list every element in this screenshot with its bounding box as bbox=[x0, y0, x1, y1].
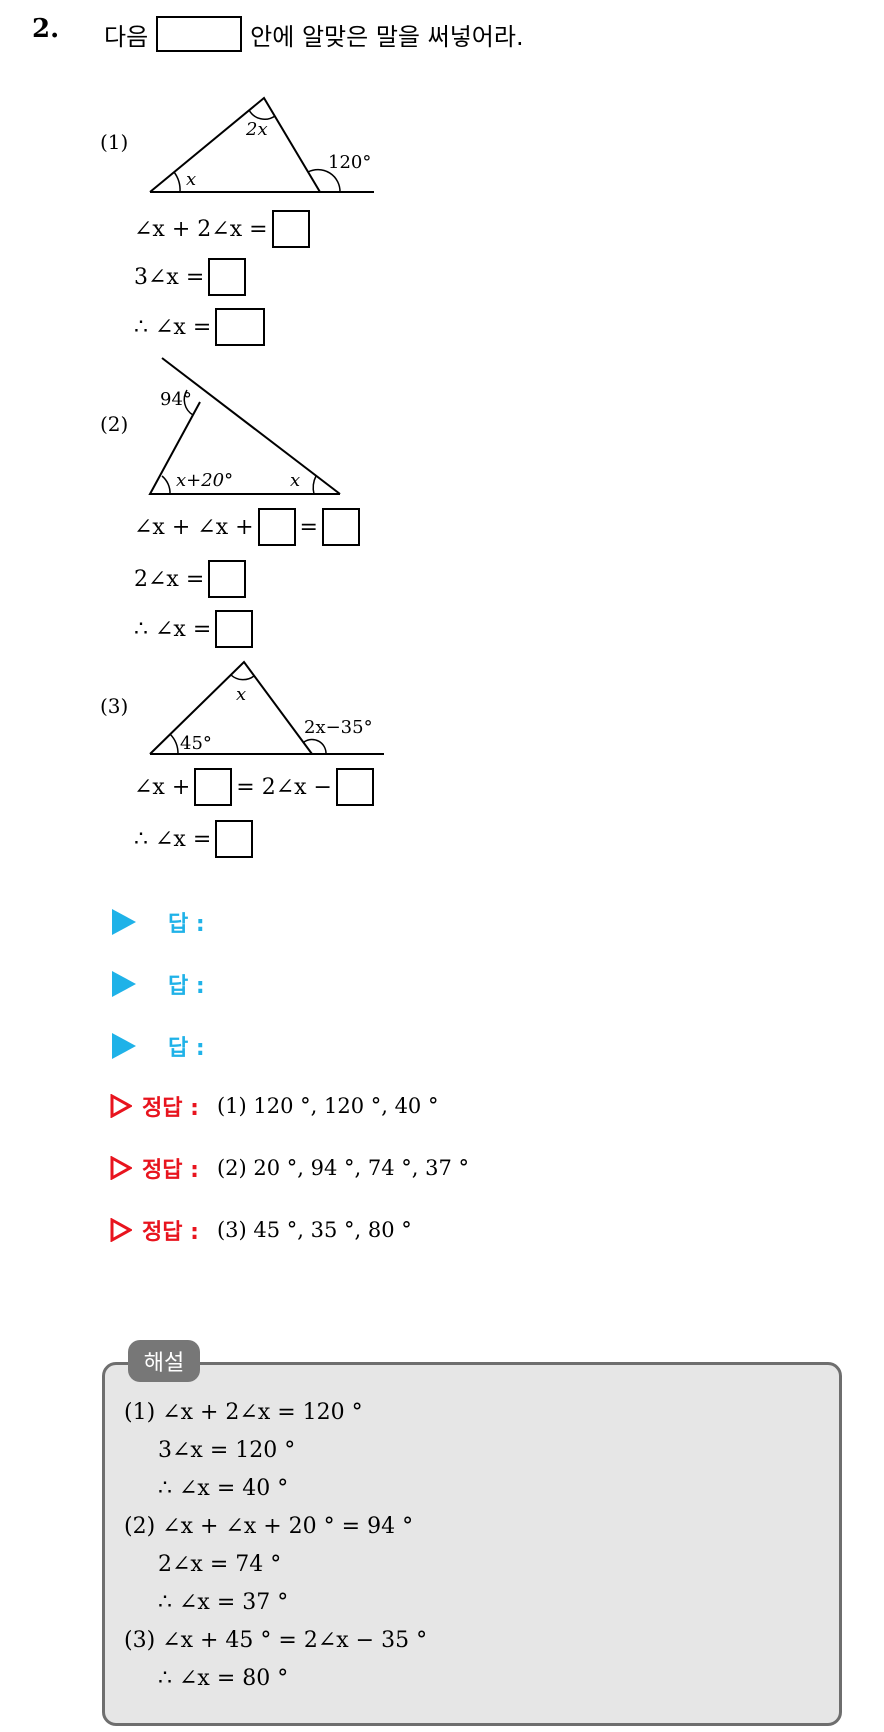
problem-1-angle-top-arc bbox=[248, 109, 276, 120]
explanation-line-4: (2) ∠x + ∠x + 20 ° = 94 ° bbox=[124, 1514, 414, 1539]
problem-2-triangle-diagram: 94° x+20° x bbox=[148, 357, 341, 495]
problem-1-triangle-diagram: 2x x 120° bbox=[149, 96, 374, 193]
problem-1-angle-ext-arc bbox=[307, 168, 341, 193]
solution-label: 정답 : bbox=[142, 1158, 199, 1183]
problem-3-line-1: ∠x + = 2∠x − bbox=[134, 768, 378, 806]
explanation-line-2: 3∠x = 120 ° bbox=[158, 1438, 296, 1463]
problem-3-blank-2[interactable] bbox=[335, 768, 374, 806]
outline-play-arrow-icon bbox=[110, 1094, 132, 1118]
question-text-before: 다음 bbox=[104, 22, 149, 51]
problem-3-angle-top-arc bbox=[230, 674, 255, 681]
problem-3-triangle-diagram: x 45° 2x−35° bbox=[149, 660, 384, 755]
problem-2-angle-ext-arc bbox=[183, 389, 194, 416]
explanation-line-8: ∴ ∠x = 80 ° bbox=[158, 1666, 289, 1691]
solution-label: 정답 : bbox=[142, 1220, 199, 1245]
question-number: 2. bbox=[32, 14, 60, 44]
problem-2-line-1-text-b: = bbox=[299, 514, 318, 540]
explanation-tag: 해설 bbox=[128, 1340, 200, 1382]
problem-2-extended-side bbox=[161, 357, 341, 495]
problem-2-blank-1[interactable] bbox=[257, 508, 296, 546]
problem-2-line-2: 2∠x = bbox=[134, 560, 250, 598]
explanation-line-5: 2∠x = 74 ° bbox=[158, 1552, 282, 1577]
solution-value: (1) 120 °, 120 °, 40 ° bbox=[216, 1094, 439, 1118]
problem-3-line-2-text: ∴ ∠x = bbox=[134, 826, 212, 852]
problem-3-line-2: ∴ ∠x = bbox=[134, 820, 257, 858]
answer-row-1: 답 : bbox=[112, 906, 205, 938]
answer-row-3: 답 : bbox=[112, 1030, 205, 1062]
problem-3-angle-ext-arc bbox=[303, 738, 327, 755]
problem-3-angle-ext-label: 2x−35° bbox=[304, 717, 373, 738]
problem-1-angle-ext-label: 120° bbox=[328, 152, 371, 173]
problem-2-line-3: ∴ ∠x = bbox=[134, 610, 257, 648]
play-arrow-icon bbox=[112, 1033, 136, 1059]
problem-2-triangle-sides bbox=[148, 401, 340, 495]
problem-2-blank-3[interactable] bbox=[208, 560, 247, 598]
problem-1-triangle-sides bbox=[149, 96, 321, 193]
problem-3-angle-left-arc bbox=[169, 733, 179, 755]
solution-row-2: 정답 : (2) 20 °, 94 °, 74 °, 37 ° bbox=[110, 1152, 469, 1184]
explanation-line-3: ∴ ∠x = 40 ° bbox=[158, 1476, 289, 1501]
problem-2-angle-left-label: x+20° bbox=[176, 470, 233, 491]
outline-play-arrow-icon bbox=[110, 1218, 132, 1242]
question-text-after: 안에 알맞은 말을 써넣어라. bbox=[250, 22, 524, 51]
solution-value: (3) 45 °, 35 °, 80 ° bbox=[216, 1218, 412, 1242]
problem-2-blank-4[interactable] bbox=[215, 610, 254, 648]
problem-3-angle-left-label: 45° bbox=[180, 733, 212, 754]
answer-label: 답 : bbox=[168, 912, 205, 937]
problem-1-line-1-text: ∠x + 2∠x = bbox=[134, 216, 268, 242]
answer-label: 답 : bbox=[168, 974, 205, 999]
problem-3-angle-top-label: x bbox=[236, 684, 246, 705]
explanation-line-6: ∴ ∠x = 37 ° bbox=[158, 1590, 289, 1615]
problem-3-triangle-sides bbox=[149, 660, 313, 755]
solution-row-3: 정답 : (3) 45 °, 35 °, 80 ° bbox=[110, 1214, 412, 1246]
problem-1-blank-3[interactable] bbox=[215, 308, 266, 346]
play-arrow-icon bbox=[112, 971, 136, 997]
problem-2-line-2-text: 2∠x = bbox=[134, 566, 205, 592]
problem-2-line-1: ∠x + ∠x + = bbox=[134, 508, 364, 546]
solution-label: 정답 : bbox=[142, 1096, 199, 1121]
problem-3-line-1-text-a: ∠x + bbox=[134, 774, 191, 800]
problem-2-line-3-text: ∴ ∠x = bbox=[134, 616, 212, 642]
problem-1-line-3-text: ∴ ∠x = bbox=[134, 314, 212, 340]
question-blank-box bbox=[156, 16, 243, 52]
problem-1-line-2-text: 3∠x = bbox=[134, 264, 205, 290]
problem-3-blank-3[interactable] bbox=[215, 820, 254, 858]
problem-1-line-1: ∠x + 2∠x = bbox=[134, 210, 314, 248]
problem-2-angle-ext-label: 94° bbox=[160, 389, 192, 410]
problem-1-line-2: 3∠x = bbox=[134, 258, 250, 296]
problem-2-angle-right-label: x bbox=[290, 470, 300, 491]
solution-value: (2) 20 °, 94 °, 74 °, 37 ° bbox=[216, 1156, 469, 1180]
solution-row-1: 정답 : (1) 120 °, 120 °, 40 ° bbox=[110, 1090, 438, 1122]
problem-2-line-1-text-a: ∠x + ∠x + bbox=[134, 514, 254, 540]
play-arrow-icon bbox=[112, 909, 136, 935]
question-text: 다음 안에 알맞은 말을 써넣어라. bbox=[104, 16, 524, 52]
problem-1-angle-left-arc bbox=[173, 171, 181, 193]
outline-play-arrow-icon bbox=[110, 1156, 132, 1180]
problem-3-label: (3) bbox=[100, 694, 129, 718]
problem-2-blank-2[interactable] bbox=[321, 508, 360, 546]
problem-1-line-3: ∴ ∠x = bbox=[134, 308, 269, 346]
answer-row-2: 답 : bbox=[112, 968, 205, 1000]
problem-3-blank-1[interactable] bbox=[194, 768, 233, 806]
problem-2-angle-left-arc bbox=[161, 475, 171, 495]
problem-2-label: (2) bbox=[100, 412, 129, 436]
explanation-line-1: (1) ∠x + 2∠x = 120 ° bbox=[124, 1400, 363, 1425]
problem-1-angle-top-label: 2x bbox=[245, 119, 268, 140]
answer-label: 답 : bbox=[168, 1036, 205, 1061]
explanation-panel bbox=[102, 1362, 842, 1726]
problem-2-angle-right-arc bbox=[312, 475, 317, 495]
problem-1-angle-left-label: x bbox=[186, 169, 196, 190]
problem-1-blank-2[interactable] bbox=[208, 258, 247, 296]
problem-3-line-1-text-b: = 2∠x − bbox=[236, 774, 332, 800]
explanation-line-7: (3) ∠x + 45 ° = 2∠x − 35 ° bbox=[124, 1628, 428, 1653]
problem-1-label: (1) bbox=[100, 130, 129, 154]
problem-1-blank-1[interactable] bbox=[271, 210, 310, 248]
